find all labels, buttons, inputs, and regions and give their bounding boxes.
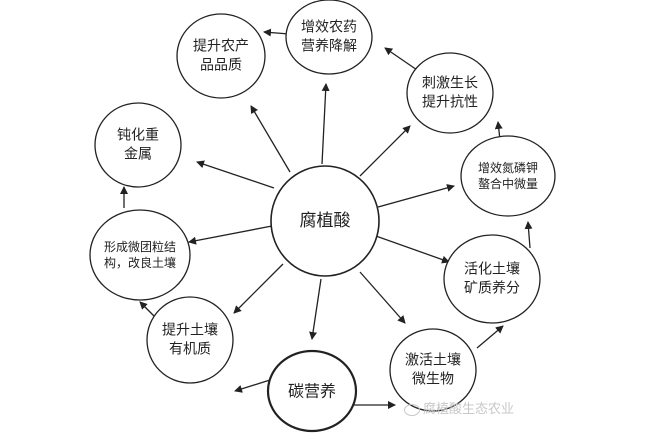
n1-circle xyxy=(176,13,266,99)
arrow-center-to-n4 xyxy=(377,184,455,208)
n6-label-line: 激活土壤 xyxy=(405,352,461,369)
n7-label-line: 碳营养 xyxy=(288,382,336,401)
n5-circle xyxy=(443,234,541,324)
n3-label-line: 提升抗性 xyxy=(422,94,478,110)
n2-label-line: 营养降解 xyxy=(301,38,357,54)
n4-label-line: 螯合中微量 xyxy=(478,176,538,191)
node-layer: 提升农产品品质增效农药营养降解刺激生长提升抗性增效氮磷钾螯合中微量活化土壤矿质养… xyxy=(89,0,556,433)
center-label-line: 腐植酸 xyxy=(300,211,351,231)
n1-label-line: 提升农产 xyxy=(193,39,249,55)
arrow-center-to-n7 xyxy=(309,278,322,340)
arrow-center-to-n10 xyxy=(196,160,275,189)
n7-circle xyxy=(266,349,358,433)
n3-circle xyxy=(406,52,494,134)
connectors xyxy=(120,28,533,409)
center-circle xyxy=(270,165,380,277)
arrow-n6-to-n5 xyxy=(476,325,504,349)
node-n7: 碳营养 xyxy=(266,349,358,433)
arrow-center-to-n6 xyxy=(359,271,406,324)
center-node: 腐植酸 xyxy=(270,165,380,277)
n10-circle xyxy=(94,102,182,188)
wechat-icon xyxy=(404,403,420,416)
n8-label-line: 提升土壤 xyxy=(162,322,218,339)
n5-label-line: 矿质养分 xyxy=(464,280,520,296)
arrow-center-to-n1 xyxy=(250,105,291,173)
n10-label-line: 金属 xyxy=(124,146,152,162)
n2-label-line: 增效农药 xyxy=(301,20,357,36)
arrow-n5-to-n4 xyxy=(524,221,533,249)
arrow-center-to-n3 xyxy=(359,125,411,177)
n8-label-line: 有机质 xyxy=(169,341,211,357)
n4-label-line: 增效氮磷钾 xyxy=(478,160,538,175)
n10-label-line: 钝化重 xyxy=(117,128,159,144)
n9-label-line: 构，改良土壤 xyxy=(104,255,176,270)
n8-circle xyxy=(146,296,234,384)
arrow-n3-to-n2 xyxy=(384,47,421,73)
arrow-center-to-n8 xyxy=(233,263,284,314)
n1-label-line: 品品质 xyxy=(200,57,242,73)
arrow-n7-to-n8 xyxy=(234,379,271,393)
n9-label-line: 形成微团粒结 xyxy=(104,239,176,254)
arrow-center-to-n5 xyxy=(375,235,450,264)
n4-circle xyxy=(460,135,556,217)
n2-circle xyxy=(285,0,373,75)
watermark-text: 腐植酸生态农业 xyxy=(423,402,515,417)
n9-circle xyxy=(89,209,191,301)
arrow-center-to-n9 xyxy=(188,225,273,245)
n6-label-line: 微生物 xyxy=(412,371,454,387)
n3-label-line: 刺激生长 xyxy=(422,75,478,92)
arrow-center-to-n2 xyxy=(321,83,330,165)
watermark: 腐植酸生态农业 xyxy=(404,398,514,417)
arrow-n2-to-n1 xyxy=(263,28,290,37)
n6-circle xyxy=(389,328,477,412)
n5-label-line: 活化土壤 xyxy=(464,261,520,278)
